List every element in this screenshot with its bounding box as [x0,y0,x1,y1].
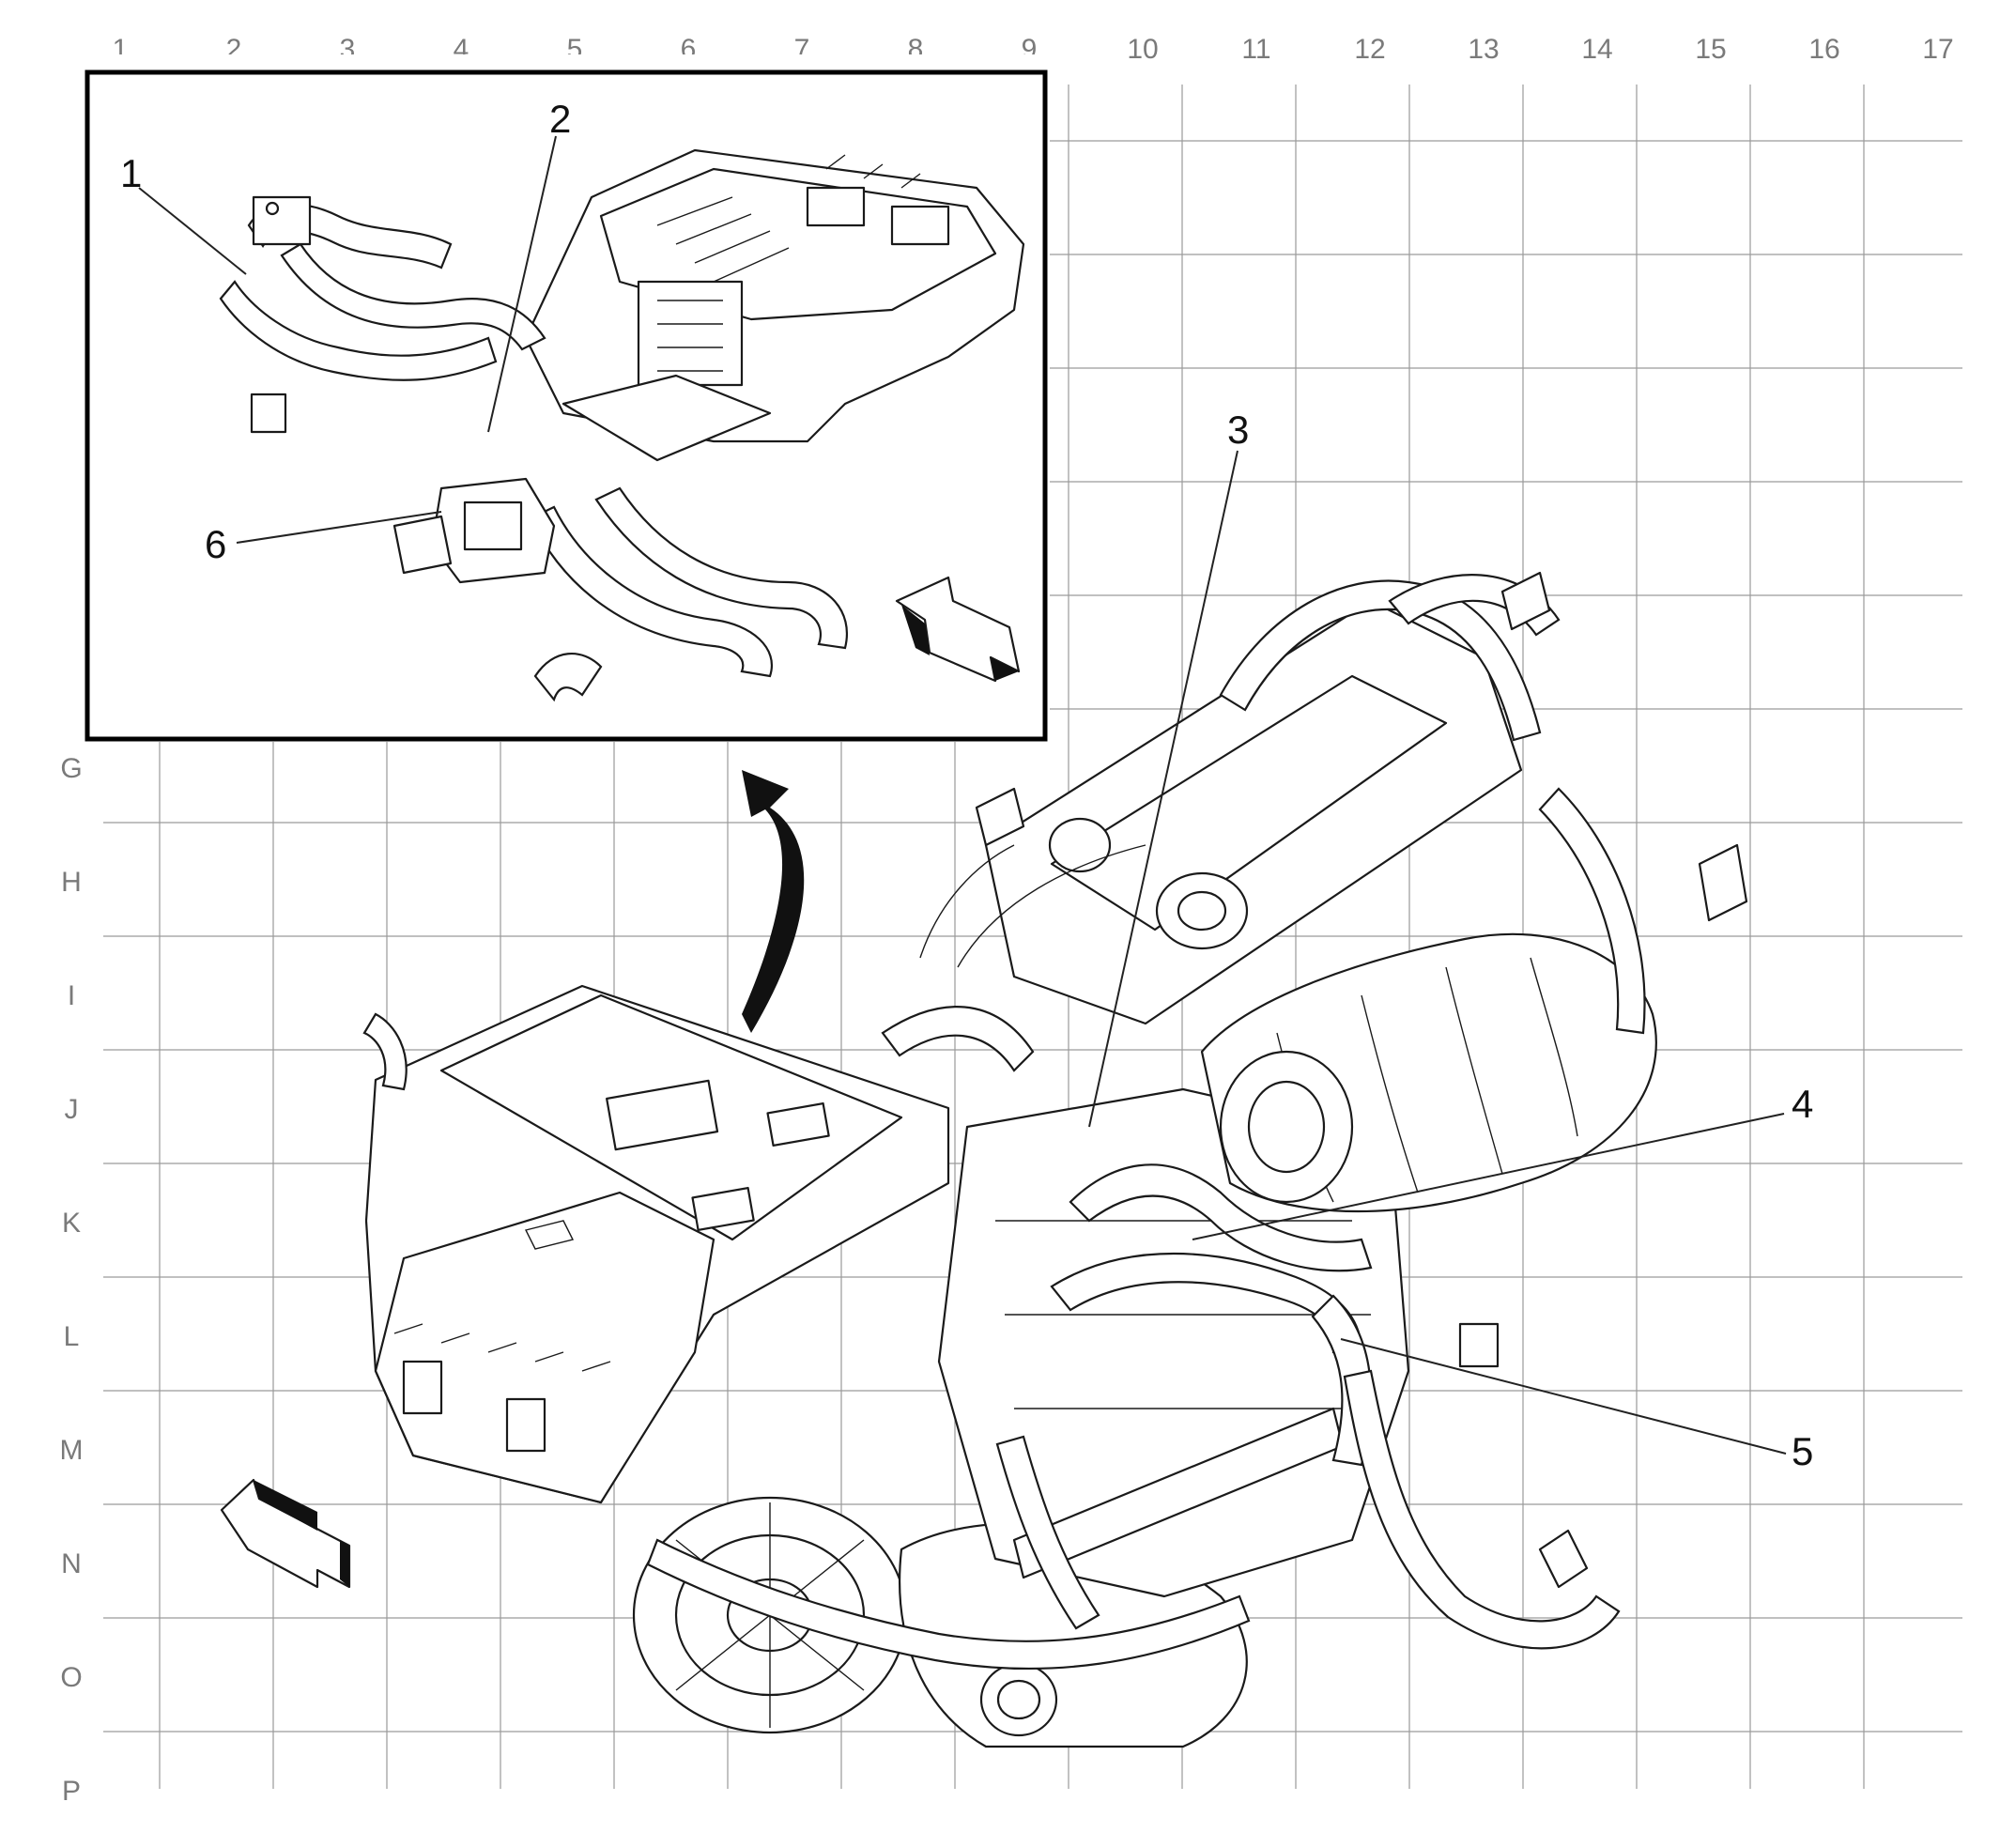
grid-row-label: N [61,1548,82,1579]
callout-1: 1 [120,151,247,275]
callout-4: 4 [1192,1082,1813,1240]
grid-row-label: L [64,1321,80,1352]
grid-column-label: 13 [1468,34,1499,65]
grid-column-label: 11 [1241,34,1270,65]
power-inverter-module [364,984,950,1504]
grid-column-label: 16 [1808,34,1839,65]
grid-row-label: G [60,753,82,784]
main-view-arrow-icon [220,1478,351,1589]
grid-row-label: H [61,867,82,898]
callout-number: 5 [1792,1429,1813,1473]
callout-number: 6 [205,522,226,566]
grid-row-label: K [62,1208,81,1239]
inset-inverter-module [524,148,1025,462]
detail-pointer-arrow-icon [742,770,805,1033]
callout-number: 2 [549,97,571,141]
callout-number: 1 [120,151,142,195]
inset-view-arrow-icon [895,576,1021,683]
callout-3: 3 [1088,408,1249,1128]
inset-detail-view [54,54,1050,742]
main-coolant-hoses [362,574,1646,1671]
callout-2: 2 [487,97,571,433]
grid-column-label: 12 [1354,34,1385,65]
callout-number: 3 [1227,408,1249,452]
grid-column-label: 10 [1127,34,1158,65]
grid-row-label: P [62,1776,81,1807]
grid-column-label: 15 [1695,34,1726,65]
grid-row-label: O [60,1662,82,1693]
grid-column-label: 17 [1922,34,1953,65]
callout-6: 6 [205,511,442,566]
main-engine-assembly [362,571,1748,1748]
grid-row-label: J [65,1094,79,1125]
grid-row-label: M [60,1435,84,1466]
grid-row-label: I [68,980,75,1011]
inset-connectors [250,195,556,584]
callout-5: 5 [1340,1338,1813,1473]
callout-number: 4 [1792,1082,1813,1126]
inset-frame [85,69,1048,742]
harness-connectors [975,571,1748,1589]
intake-manifold [1200,932,1657,1213]
grid-column-label: 14 [1581,34,1612,65]
